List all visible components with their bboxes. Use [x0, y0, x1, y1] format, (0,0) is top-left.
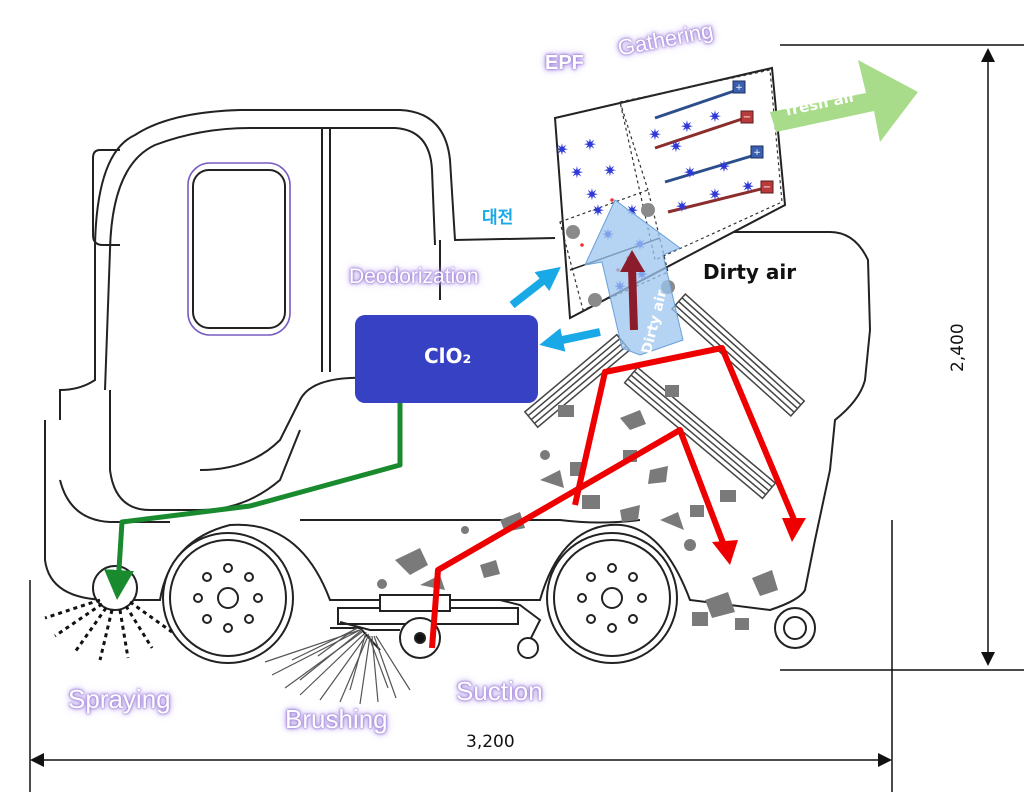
svg-text:✷: ✷: [585, 185, 598, 204]
dimension-lines: [29, 44, 1024, 792]
hopper-baffles: [523, 292, 806, 500]
svg-text:✷: ✷: [555, 140, 568, 159]
svg-text:✷: ✷: [708, 107, 721, 126]
spray-path: [103, 403, 403, 600]
door-lower-curve: [199, 374, 441, 471]
side-mirror: [92, 149, 120, 246]
deodorization-label: Deodorization: [349, 265, 479, 288]
clo2-tank-label: ClO₂: [424, 344, 472, 368]
height-dimension: 2,400: [948, 323, 968, 372]
svg-text:−: −: [763, 182, 771, 193]
svg-text:✷: ✷: [603, 161, 616, 180]
debris: [377, 385, 778, 630]
body-outline: [44, 231, 872, 612]
svg-text:✷: ✷: [680, 117, 693, 136]
cab-outline: [59, 109, 556, 420]
brushing-label: Brushing: [285, 704, 388, 734]
electrode-plates: [654, 88, 766, 214]
svg-text:✷: ✷: [648, 125, 661, 144]
rear-caster: [774, 607, 816, 649]
brush-bristles: [264, 627, 411, 705]
svg-text:✷: ✷: [570, 163, 583, 182]
svg-text:✷: ✷: [741, 177, 754, 196]
svg-text:+: +: [753, 148, 761, 158]
cab-inner-outline: [104, 127, 436, 391]
minus-electrode-icon: − −: [740, 110, 774, 194]
spraying-label: Spraying: [68, 684, 171, 714]
plus-electrode-icon: + +: [732, 80, 764, 159]
spray-jets: [44, 598, 173, 661]
clo2-tank: [355, 315, 538, 403]
svg-text:✷: ✷: [669, 137, 682, 156]
svg-text:✷: ✷: [583, 135, 596, 154]
cab-window: [187, 162, 291, 336]
svg-text:✷: ✷: [717, 157, 730, 176]
deodorize-arrows: [509, 266, 601, 352]
svg-text:✷: ✷: [708, 185, 721, 204]
svg-text:✷: ✷: [591, 201, 604, 220]
length-dimension: 3,200: [466, 732, 515, 752]
suction-label: Suction: [456, 676, 543, 706]
svg-text:✷: ✷: [683, 163, 696, 182]
maroon-flow-arrow: [620, 250, 645, 331]
epf-label: EPF: [545, 52, 584, 74]
svg-text:+: +: [735, 83, 743, 93]
rear-wheel: [546, 532, 678, 664]
dirty-air-label: Dirty air: [703, 260, 797, 284]
suction-path: [429, 345, 798, 649]
front-wheel: [162, 532, 294, 664]
charging-label: 대전: [482, 208, 514, 228]
fresh-air-arrow: [770, 60, 918, 142]
suction-arrowheads: [712, 518, 806, 565]
svg-text:✷: ✷: [675, 197, 688, 216]
svg-text:−: −: [743, 112, 751, 123]
